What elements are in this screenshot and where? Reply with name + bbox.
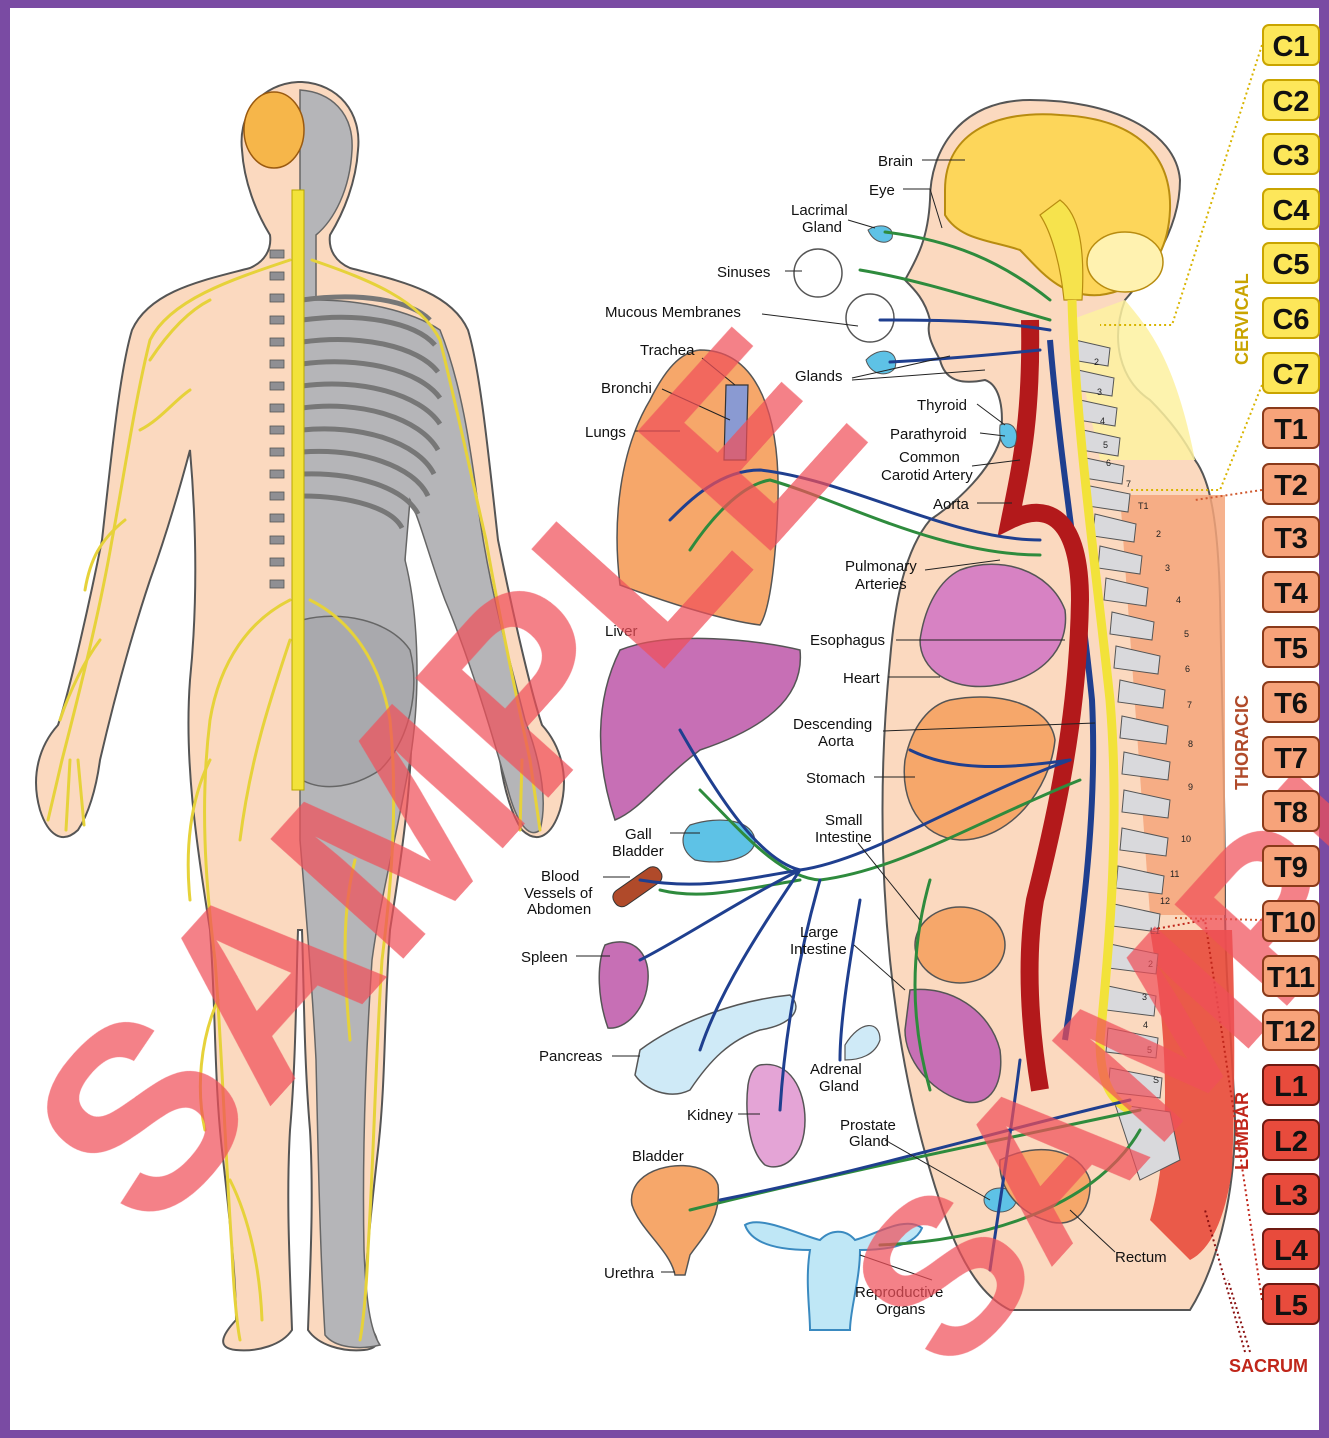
label-sinuses: Sinuses [717,264,770,281]
spine-num: T1 [1138,501,1149,511]
label-descending-aorta-2: Aorta [818,733,855,750]
vertebra-box-c7: C7 [1262,352,1320,394]
vertebra-box-c1: C1 [1262,24,1320,66]
vertebra-box-t11: T11 [1262,955,1320,997]
vertebra-box-l4: L4 [1262,1228,1320,1270]
spine-num: 9 [1188,782,1193,792]
spine-num: 2 [1094,357,1099,367]
label-esophagus: Esophagus [810,632,885,649]
label-stomach: Stomach [806,770,865,787]
label-aorta: Aorta [933,496,970,513]
adrenal-organ [845,1026,880,1060]
vertebra-box-c5: C5 [1262,242,1320,284]
label-prostate-gland-2: Gland [849,1133,889,1150]
region-label-sacrum: SACRUM [1229,1356,1308,1376]
spinal-cord [292,190,304,790]
spine-num: 8 [1188,739,1193,749]
small-intestine-organ [915,907,1005,983]
label-small-intestine-1: Small [825,812,863,829]
region-label-cervical: CERVICAL [1232,273,1252,365]
sinus-organ [794,249,842,297]
label-brain: Brain [878,153,913,170]
mucous-organ [846,294,894,342]
label-pulmonary-arteries-2: Arteries [855,576,907,593]
spine-num: 3 [1165,563,1170,573]
vertebra-box-l1: L1 [1262,1064,1320,1106]
vertebra-box-t6: T6 [1262,681,1320,723]
vertebra-box-c3: C3 [1262,133,1320,175]
label-lacrimal-gland-2: Gland [802,219,842,236]
brain-posterior [244,92,304,168]
label-thyroid: Thyroid [917,397,967,414]
label-gall-bladder-1: Gall [625,826,652,843]
vertebra-box-t4: T4 [1262,571,1320,613]
label-large-intestine-1: Large [800,924,838,941]
spine-num: 6 [1185,664,1190,674]
label-pulmonary-arteries-1: Pulmonary [845,558,917,575]
label-heart: Heart [843,670,881,687]
vertebra-box-t10: T10 [1262,900,1320,942]
vertebra-box-c2: C2 [1262,79,1320,121]
spine-num: 6 [1106,458,1111,468]
spine-num: 5 [1184,629,1189,639]
vertebra-box-t1: T1 [1262,407,1320,449]
label-gall-bladder-2: Bladder [612,843,664,860]
cerebellum [1087,232,1163,292]
spine-num: 4 [1100,416,1105,426]
label-adrenal-gland-2: Gland [819,1078,859,1095]
vertebra-box-t12: T12 [1262,1009,1320,1051]
vertebra-box-t2: T2 [1262,463,1320,505]
bladder-organ [631,1166,718,1275]
vertebra-box-t5: T5 [1262,626,1320,668]
spine-num: 2 [1156,529,1161,539]
label-common-carotid-1: Common [899,449,960,466]
spine-num: 7 [1126,479,1131,489]
vertebra-box-t7: T7 [1262,736,1320,778]
label-adrenal-gland-1: Adrenal [810,1061,862,1078]
vertebra-box-l2: L2 [1262,1119,1320,1161]
label-urethra: Urethra [604,1265,655,1282]
label-prostate-gland-1: Prostate [840,1117,896,1134]
label-eye: Eye [869,182,895,199]
label-pancreas: Pancreas [539,1048,602,1065]
label-blood-vessels-3: Abdomen [527,901,591,918]
label-large-intestine-2: Intestine [790,941,847,958]
vertebra-box-c6: C6 [1262,297,1320,339]
vertebra-box-t3: T3 [1262,516,1320,558]
spine-num: 5 [1103,440,1108,450]
vertebra-box-t8: T8 [1262,790,1320,832]
label-spleen: Spleen [521,949,568,966]
lacrimal-organ [868,226,892,242]
spine-num: 4 [1176,595,1181,605]
kidney-organ [747,1064,805,1166]
vertebra-box-l3: L3 [1262,1173,1320,1215]
label-parathyroid: Parathyroid [890,426,967,443]
label-kidney: Kidney [687,1107,733,1124]
spine-num: 3 [1097,387,1102,397]
vertebra-box-l5: L5 [1262,1283,1320,1325]
spleen-organ [599,942,648,1028]
vertebra-box-t9: T9 [1262,845,1320,887]
label-bladder: Bladder [632,1148,684,1165]
label-small-intestine-2: Intestine [815,829,872,846]
label-lacrimal-gland-1: Lacrimal [791,202,848,219]
spine-num: 7 [1187,700,1192,710]
vertebra-box-c4: C4 [1262,188,1320,230]
blood-vessel-segment [610,864,665,910]
label-descending-aorta-1: Descending [793,716,872,733]
